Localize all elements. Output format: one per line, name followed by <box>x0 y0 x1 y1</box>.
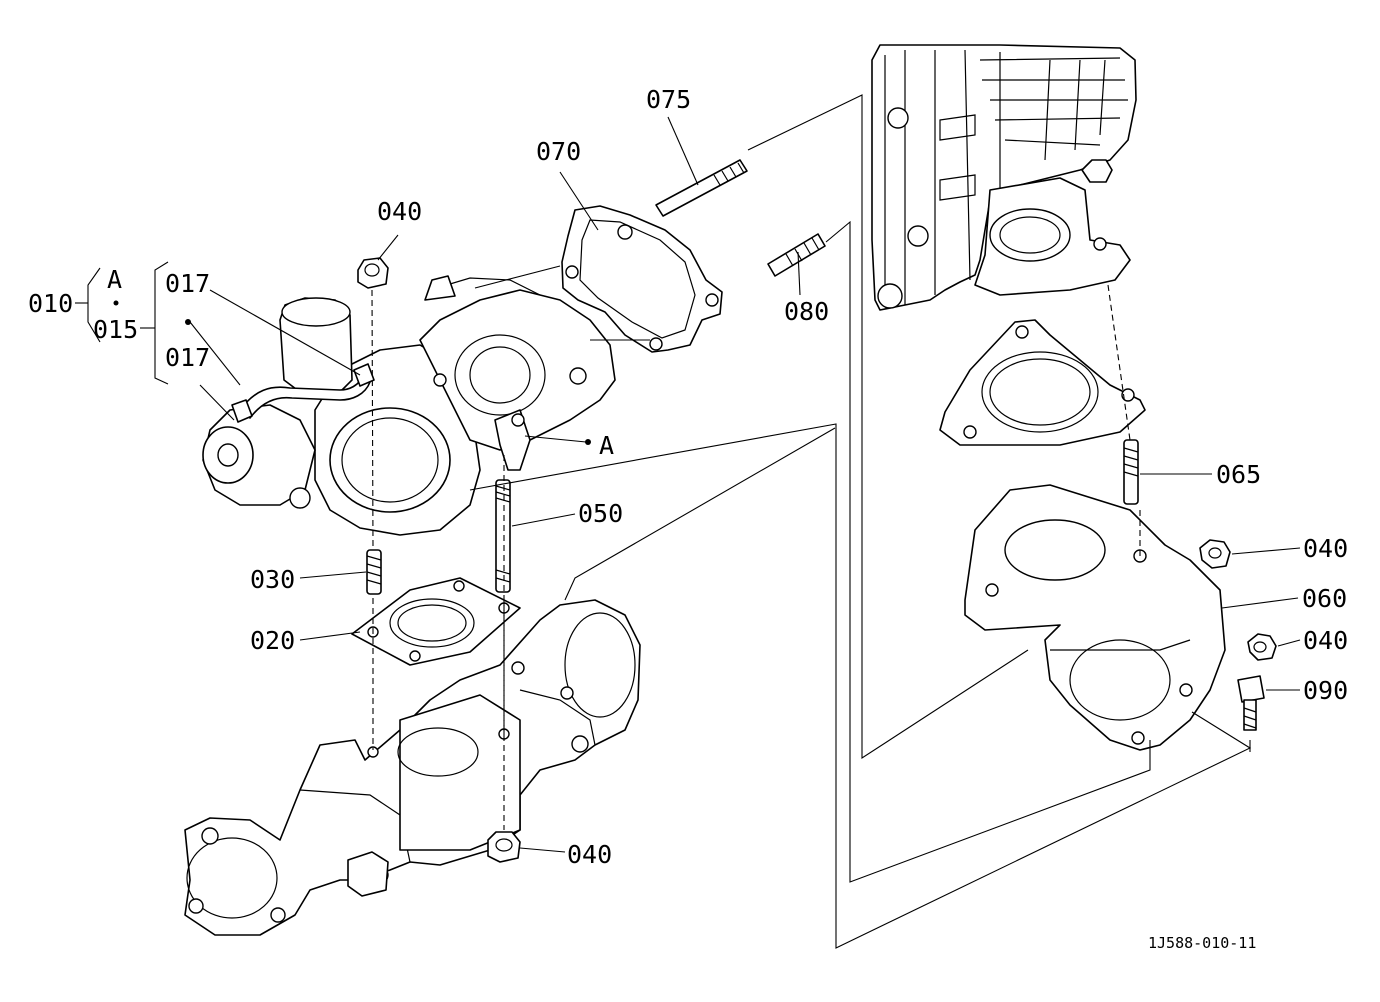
gasket-right <box>939 319 1146 446</box>
part-labels: 010 A 015 017 017 040 070 075 080 A 050 … <box>28 85 1348 952</box>
stud-050 <box>495 479 511 593</box>
turbocharger <box>202 275 616 536</box>
gasket-020 <box>351 577 521 666</box>
label-040-right-2: 040 <box>1303 626 1348 655</box>
label-070: 070 <box>536 137 581 166</box>
engine-block <box>871 44 1137 311</box>
label-060: 060 <box>1302 584 1347 613</box>
drawing-code: 1J588-010-11 <box>1148 934 1256 952</box>
label-050: 050 <box>578 499 623 528</box>
label-030: 030 <box>250 565 295 594</box>
connection-lines <box>469 94 1252 949</box>
label-a-2: A <box>599 431 614 460</box>
label-020: 020 <box>250 626 295 655</box>
stud-065 <box>1107 284 1139 505</box>
fasteners-right <box>1199 539 1277 731</box>
stud-030 <box>366 549 382 595</box>
label-015: 015 <box>93 315 138 344</box>
alignment-lines <box>372 510 1251 752</box>
nut-040-bottom <box>487 455 521 863</box>
label-080: 080 <box>784 297 829 326</box>
label-040-top: 040 <box>377 197 422 226</box>
label-017-upper: 017 <box>165 269 210 298</box>
gasket-070 <box>561 205 723 353</box>
label-017-lower: 017 <box>165 343 210 372</box>
label-040-right-1: 040 <box>1303 534 1348 563</box>
nut-040-top <box>357 257 389 549</box>
stud-080 <box>767 233 826 277</box>
label-040-bottom: 040 <box>567 840 612 869</box>
label-090: 090 <box>1303 676 1348 705</box>
label-075: 075 <box>646 85 691 114</box>
stud-075 <box>655 159 748 217</box>
label-010: 010 <box>28 289 73 318</box>
exhaust-manifold <box>184 599 641 936</box>
leader-lines <box>75 116 1301 853</box>
label-a-1: A <box>107 265 122 294</box>
label-065: 065 <box>1216 460 1261 489</box>
elbow-pipe-060 <box>964 484 1226 751</box>
